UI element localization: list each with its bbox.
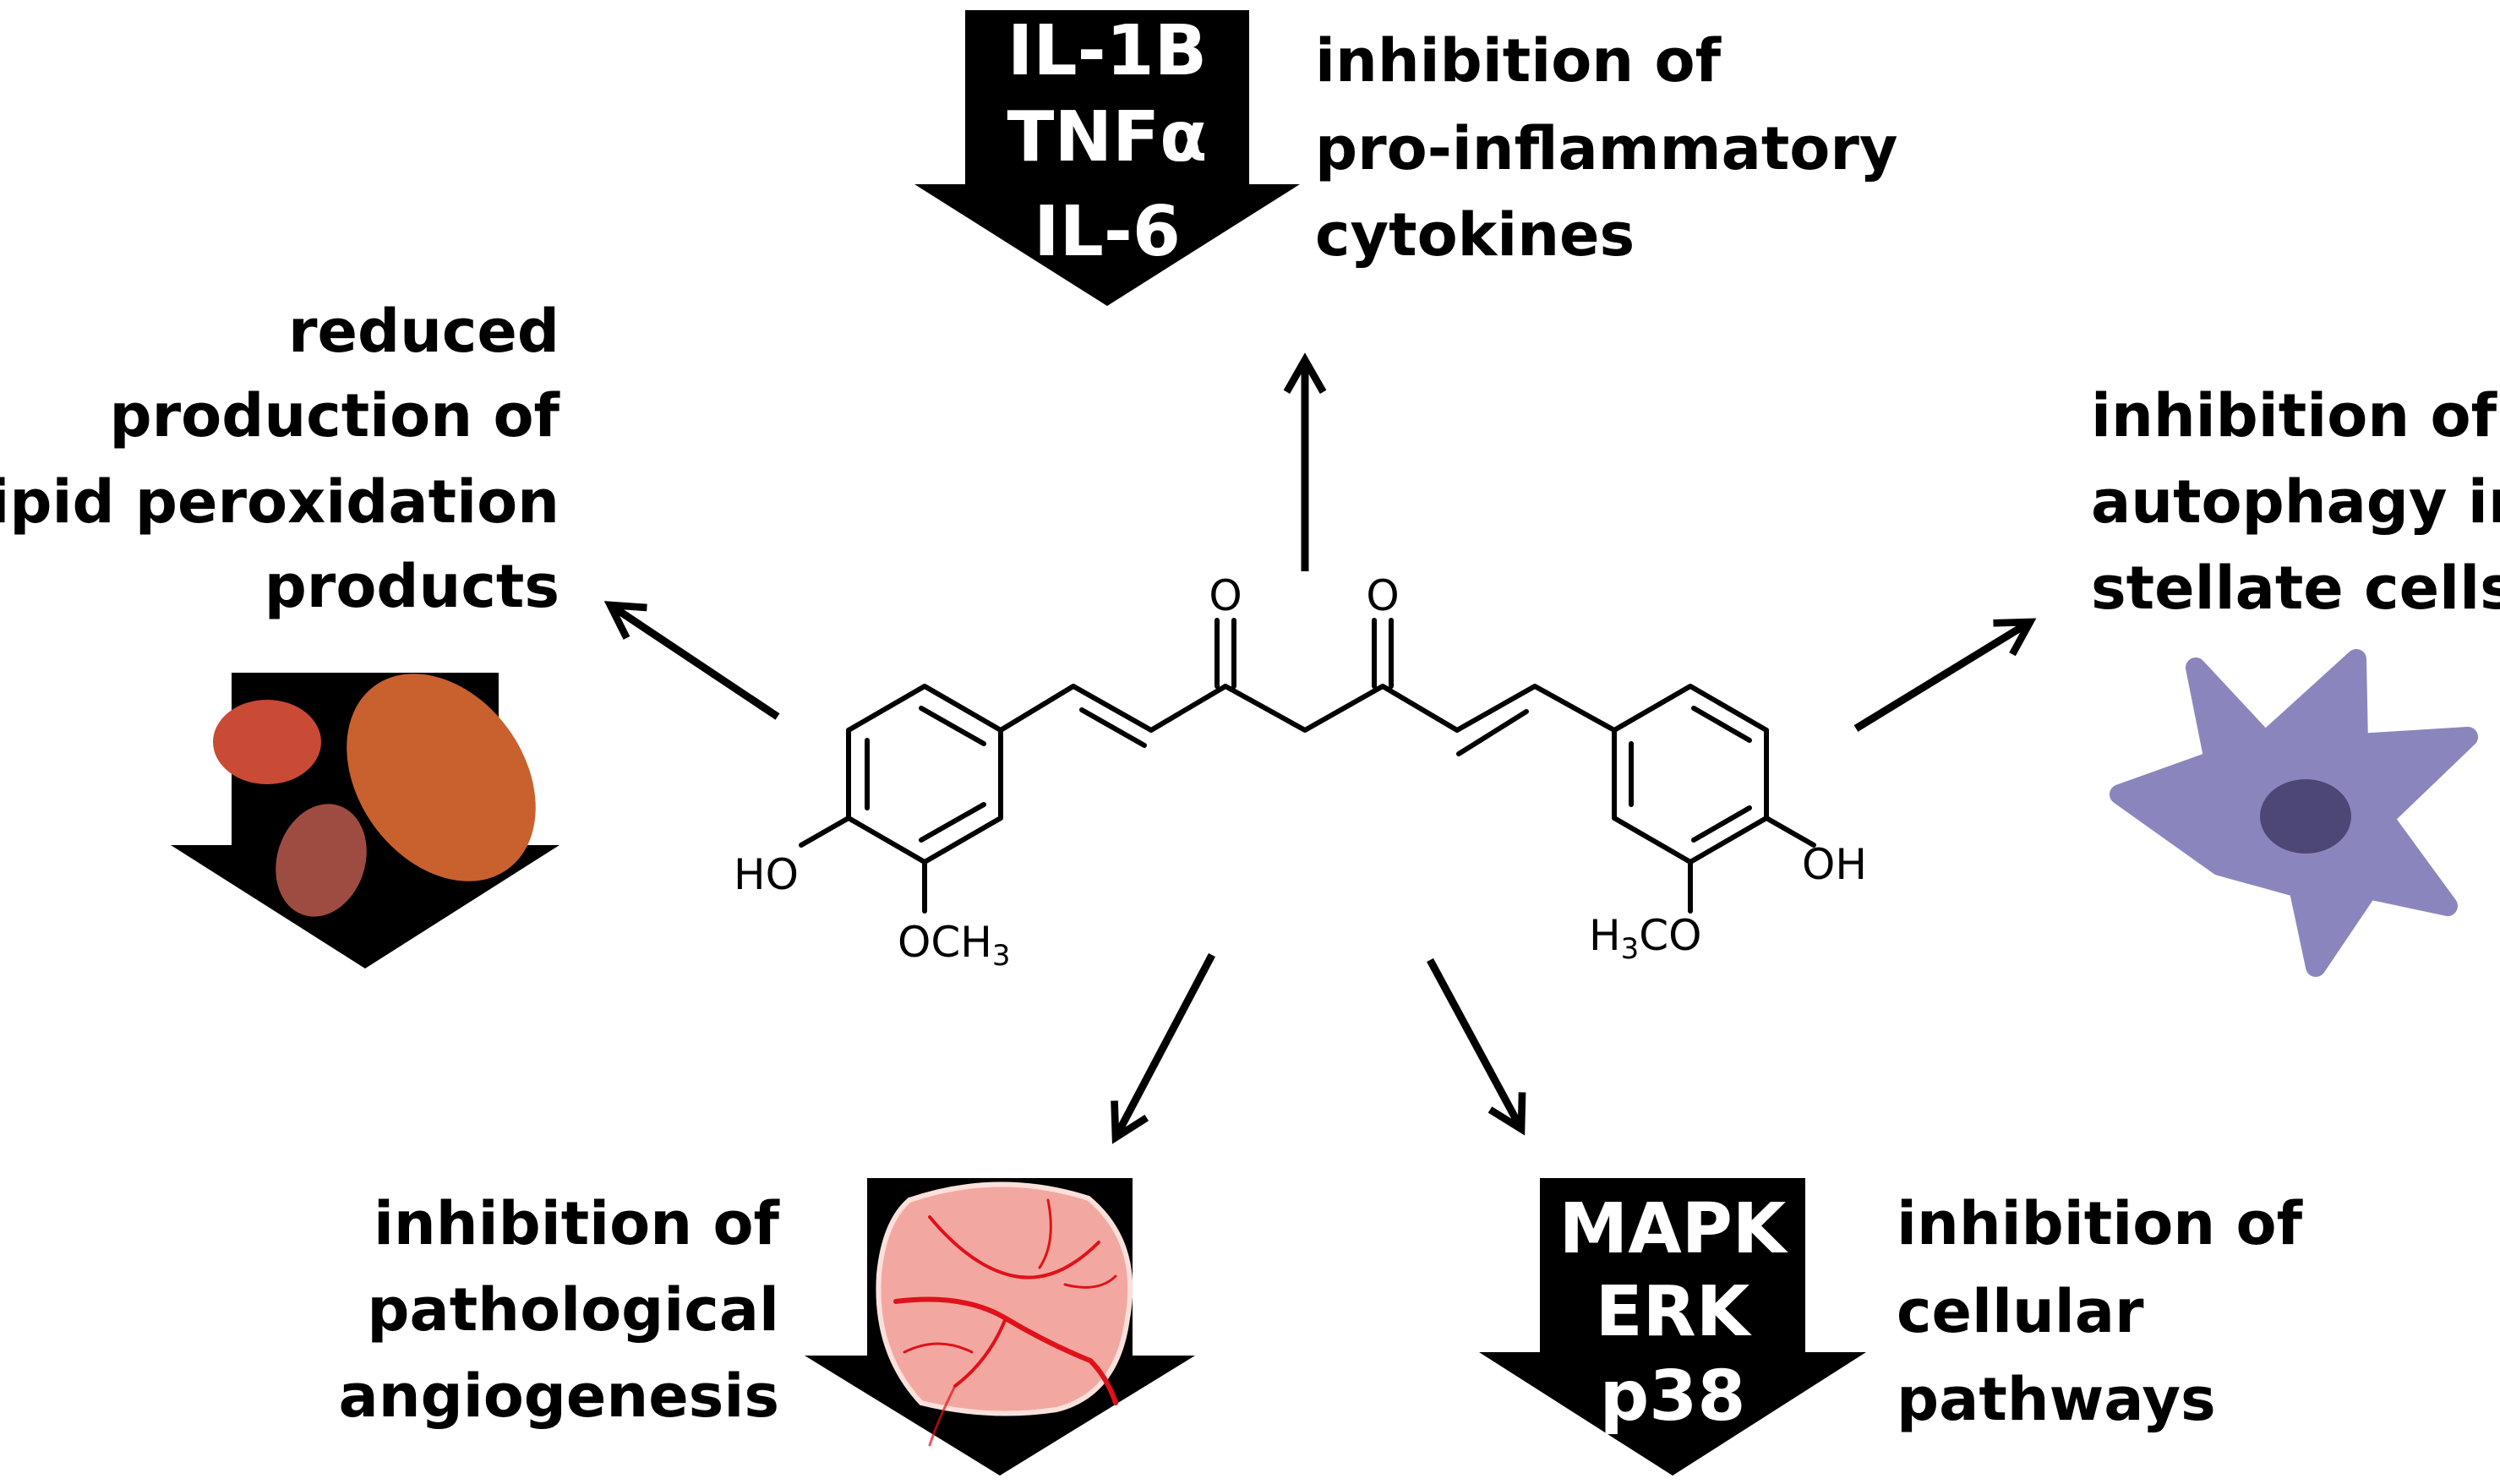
lipid-label-line-4: products [265, 552, 559, 621]
lipid-group: reduced production of lipid peroxidation… [0, 297, 561, 968]
atom-h3co: H3CO [1589, 911, 1702, 966]
cytokines-label-line-2: pro-inflammatory [1315, 114, 1898, 183]
pathways-label-line-2: cellular [1897, 1277, 2144, 1346]
molecule-bonds [799, 618, 1816, 914]
pathway-marker-p38: p38 [1600, 1356, 1746, 1437]
atom-o-left: O [1209, 571, 1242, 620]
pathways-group: MAPK ERK p38 inhibition of cellular path… [1479, 1178, 2304, 1476]
autophagy-label-line-2: autophagy in [2091, 467, 2500, 537]
atom-o-right: O [1366, 571, 1399, 620]
stellate-cell-icon [2110, 649, 2478, 977]
atom-och3: OCH3 [898, 918, 1011, 973]
angiogenesis-label-line-1: inhibition of [374, 1189, 781, 1258]
cytokines-group: IL-1B TNFα IL-6 inhibition of pro-inflam… [914, 10, 1898, 306]
autophagy-group: inhibition of autophagy in stellate cell… [2091, 381, 2500, 977]
lipid-label-line-2: production of [110, 381, 561, 450]
autophagy-label-line-3: stellate cells [2091, 554, 2500, 623]
vascularized-tissue-icon [876, 1181, 1133, 1447]
atom-oh: OH [1802, 840, 1867, 889]
arrow-to-autophagy [1853, 618, 2037, 732]
curcumin-molecule: O O HO OCH3 OH H3CO [734, 571, 1867, 973]
angiogenesis-label-line-3: angiogenesis [339, 1361, 779, 1431]
cytokine-marker-il1b: IL-1B [1007, 11, 1207, 91]
lipid-label-line-3: lipid peroxidation [0, 467, 559, 537]
arrow-to-pathways [1427, 958, 1526, 1136]
lipid-droplets-icon [213, 674, 536, 917]
cytokines-label-line-1: inhibition of [1315, 26, 1722, 95]
pathway-marker-mapk: MAPK [1559, 1189, 1789, 1269]
pathways-label-line-3: pathways [1897, 1365, 2216, 1434]
arrow-to-lipid [603, 601, 780, 720]
angiogenesis-label-line-2: pathological [367, 1275, 779, 1345]
connector-arrows [603, 352, 2037, 1144]
angiogenesis-group: inhibition of pathological angiogenesis [339, 1178, 1195, 1476]
cytokine-marker-il6: IL-6 [1034, 192, 1181, 272]
cytokines-label-line-3: cytokines [1315, 200, 1635, 270]
cytokines-down-arrow [914, 10, 1300, 306]
arrow-to-angiogenesis [1111, 952, 1215, 1144]
cytokine-marker-tnfa: TNFα [1007, 97, 1208, 177]
pathways-down-arrow [1479, 1178, 1866, 1476]
lipid-label-line-1: reduced [288, 297, 559, 366]
atom-ho: HO [734, 850, 799, 899]
autophagy-label-line-1: inhibition of [2091, 381, 2498, 450]
pathway-marker-erk: ERK [1596, 1272, 1753, 1352]
pathways-label-line-1: inhibition of [1897, 1189, 2304, 1258]
